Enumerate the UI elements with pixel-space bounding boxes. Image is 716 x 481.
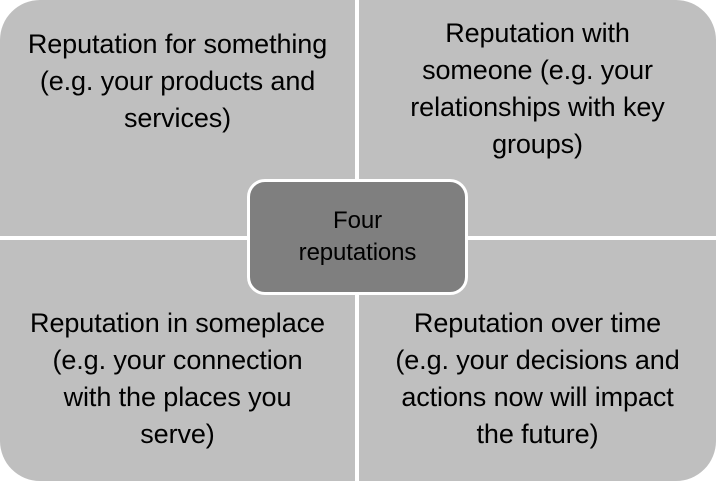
quadrant-bottom-left: Reputation in someplace (e.g. your conne… <box>0 240 355 481</box>
center-node: Four reputations <box>247 179 468 295</box>
quadrant-top-left: Reputation for something (e.g. your prod… <box>0 0 355 236</box>
center-node-label: Four reputations <box>299 205 417 269</box>
quadrant-bottom-right-label: Reputation over time (e.g. your decision… <box>395 308 680 449</box>
center-node-label-line2: reputations <box>298 239 417 266</box>
center-node-label-line1: Four <box>333 207 382 234</box>
quadrant-top-right-label: Reputation with someone (e.g. your relat… <box>410 18 665 159</box>
quadrant-top-left-label: Reputation for something (e.g. your prod… <box>27 29 328 133</box>
quadrant-bottom-left-label: Reputation in someplace (e.g. your conne… <box>30 308 325 449</box>
